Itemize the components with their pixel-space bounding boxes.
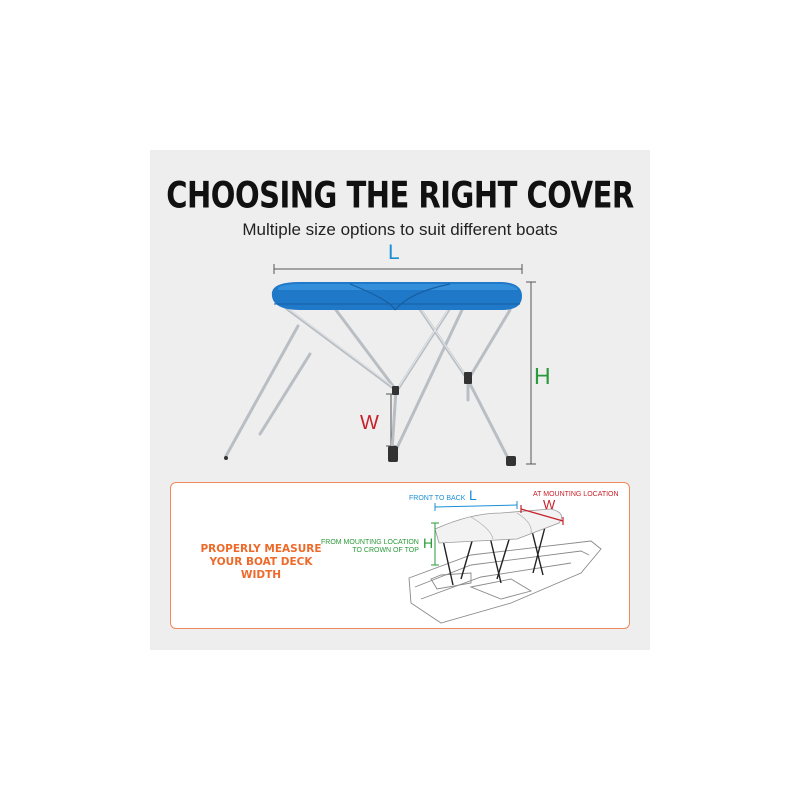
front-to-back-label: FRONT TO BACK xyxy=(409,495,466,502)
bimini-top-illustration xyxy=(224,264,536,466)
height-dimension-line xyxy=(526,281,536,465)
at-mounting-location-label: AT MOUNTING LOCATION xyxy=(533,491,619,498)
boat-line-drawing xyxy=(408,501,602,624)
page-subtitle: Multiple size options to suit different … xyxy=(242,220,558,239)
product-panel: CHOOSING THE RIGHT COVER Multiple size o… xyxy=(150,150,650,650)
box-width-label: W xyxy=(543,497,556,512)
boat-top-canopy xyxy=(434,508,563,544)
height-label: H xyxy=(534,363,551,389)
measure-heading: PROPERLY MEASURE YOUR BOAT DECK WIDTH xyxy=(197,543,325,582)
frame-tubes-highlight xyxy=(285,304,469,392)
width-label: W xyxy=(360,412,379,434)
box-width-line xyxy=(520,505,564,525)
box-length-line xyxy=(434,501,518,511)
canopy xyxy=(271,282,522,311)
box-height-line xyxy=(431,522,439,566)
box-length-label: L xyxy=(469,487,477,503)
length-dimension-line xyxy=(273,264,523,274)
from-mounting-line1: FROM MOUNTING LOCATION xyxy=(321,539,419,546)
measure-heading-line1: PROPERLY MEASURE xyxy=(200,543,322,555)
measure-instructions-box: PROPERLY MEASURE YOUR BOAT DECK WIDTH FR… xyxy=(170,482,630,629)
from-mounting-line2: TO CROWN OF TOP xyxy=(352,547,419,554)
box-height-label: H xyxy=(423,535,434,551)
from-mounting-label: FROM MOUNTING LOCATION TO CROWN OF TOP xyxy=(321,539,419,555)
frame-tubes xyxy=(224,304,512,464)
length-label: L xyxy=(388,241,400,264)
measure-heading-line2: YOUR BOAT DECK WIDTH xyxy=(209,556,313,581)
page-title: CHOOSING THE RIGHT COVER xyxy=(166,173,634,217)
frame-hardware xyxy=(224,372,516,466)
